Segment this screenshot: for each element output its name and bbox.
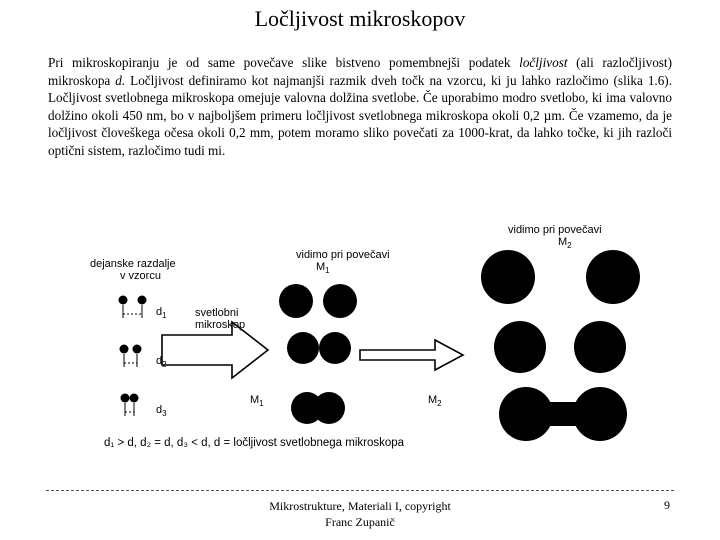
m2-image-3 [499, 387, 627, 441]
figure-caption: d₁ > d, d₂ = d, d₃ < d, d = ločljivost s… [104, 437, 404, 449]
label-light-microscope: svetlobni mikroskop [195, 307, 245, 331]
m2-image-1 [481, 250, 640, 304]
label-d2: d2 [156, 355, 167, 371]
label-actual-distances: dejanske razdalje v vzorcu [90, 258, 176, 282]
dimension-d2 [124, 354, 137, 367]
sample-dot-pair-2 [120, 345, 142, 354]
label-d1: d1 [156, 306, 167, 322]
label-magnification-m1: vidimo pri povečavi M1 [296, 249, 390, 277]
label-arrow-m2: M2 [428, 394, 442, 410]
page-number: 9 [640, 498, 670, 513]
label-magnification-m2: vidimo pri povečavi M2 [508, 224, 602, 252]
sample-dot-pair-3 [121, 394, 139, 403]
label-d3: d3 [156, 404, 167, 420]
magnification-arrow-m2 [360, 340, 463, 370]
sample-dot-pair-1 [119, 296, 147, 305]
m1-image-2 [287, 332, 351, 364]
m1-image-1 [279, 284, 357, 318]
footer-divider [46, 490, 674, 491]
m1-image-3 [291, 392, 345, 424]
dimension-d3 [125, 403, 134, 416]
label-arrow-m1: M1 [250, 394, 264, 410]
dimension-d1 [123, 305, 142, 318]
footer-credit: Mikrostrukture, Materiali I, copyright F… [200, 498, 520, 530]
m2-image-2 [494, 321, 626, 373]
